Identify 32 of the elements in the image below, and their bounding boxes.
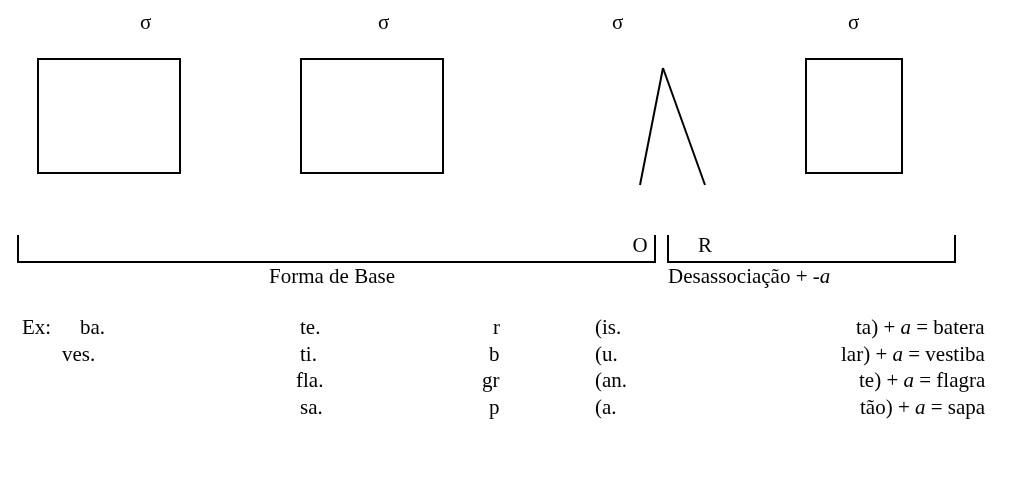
example-text: ves. <box>62 342 96 366</box>
branch-line <box>639 67 664 186</box>
example-text: b <box>489 342 500 366</box>
bracket-label: Forma de Base <box>269 264 395 288</box>
example-text: ta) + a = batera <box>856 315 985 339</box>
example-text: ti. <box>300 342 317 366</box>
example-text: sa. <box>300 395 323 419</box>
example-text: r <box>493 315 500 339</box>
bracket-label: Desassociação + -a <box>668 264 831 288</box>
example-text: p <box>489 395 500 419</box>
example-text: gr <box>482 368 500 392</box>
syllable-slot-box <box>300 58 444 174</box>
syllable-symbol: σ <box>378 10 390 34</box>
syllable-symbol: σ <box>140 10 152 34</box>
constituent-label: σ <box>612 10 668 68</box>
example-text: (an. <box>595 368 628 392</box>
example-text: lar) + a = vestiba <box>841 342 985 366</box>
example-text: te. <box>300 315 321 339</box>
example-text: (a. <box>595 395 617 419</box>
branch-line <box>662 67 706 186</box>
example-text: (is. <box>595 315 622 339</box>
syllable-slot-box <box>805 58 903 174</box>
example-text: (u. <box>595 342 618 366</box>
example-text: ba. <box>80 315 106 339</box>
example-text: te) + a = flagra <box>859 368 986 392</box>
example-text: fla. <box>296 368 324 392</box>
example-text: tão) + a = sapa <box>860 395 986 419</box>
constituent-label: R <box>692 185 718 257</box>
syllable-slot-box <box>37 58 181 174</box>
example-text: Ex: <box>22 315 52 339</box>
syllable-symbol: σ <box>848 10 860 34</box>
constituent-label: O <box>628 185 652 257</box>
